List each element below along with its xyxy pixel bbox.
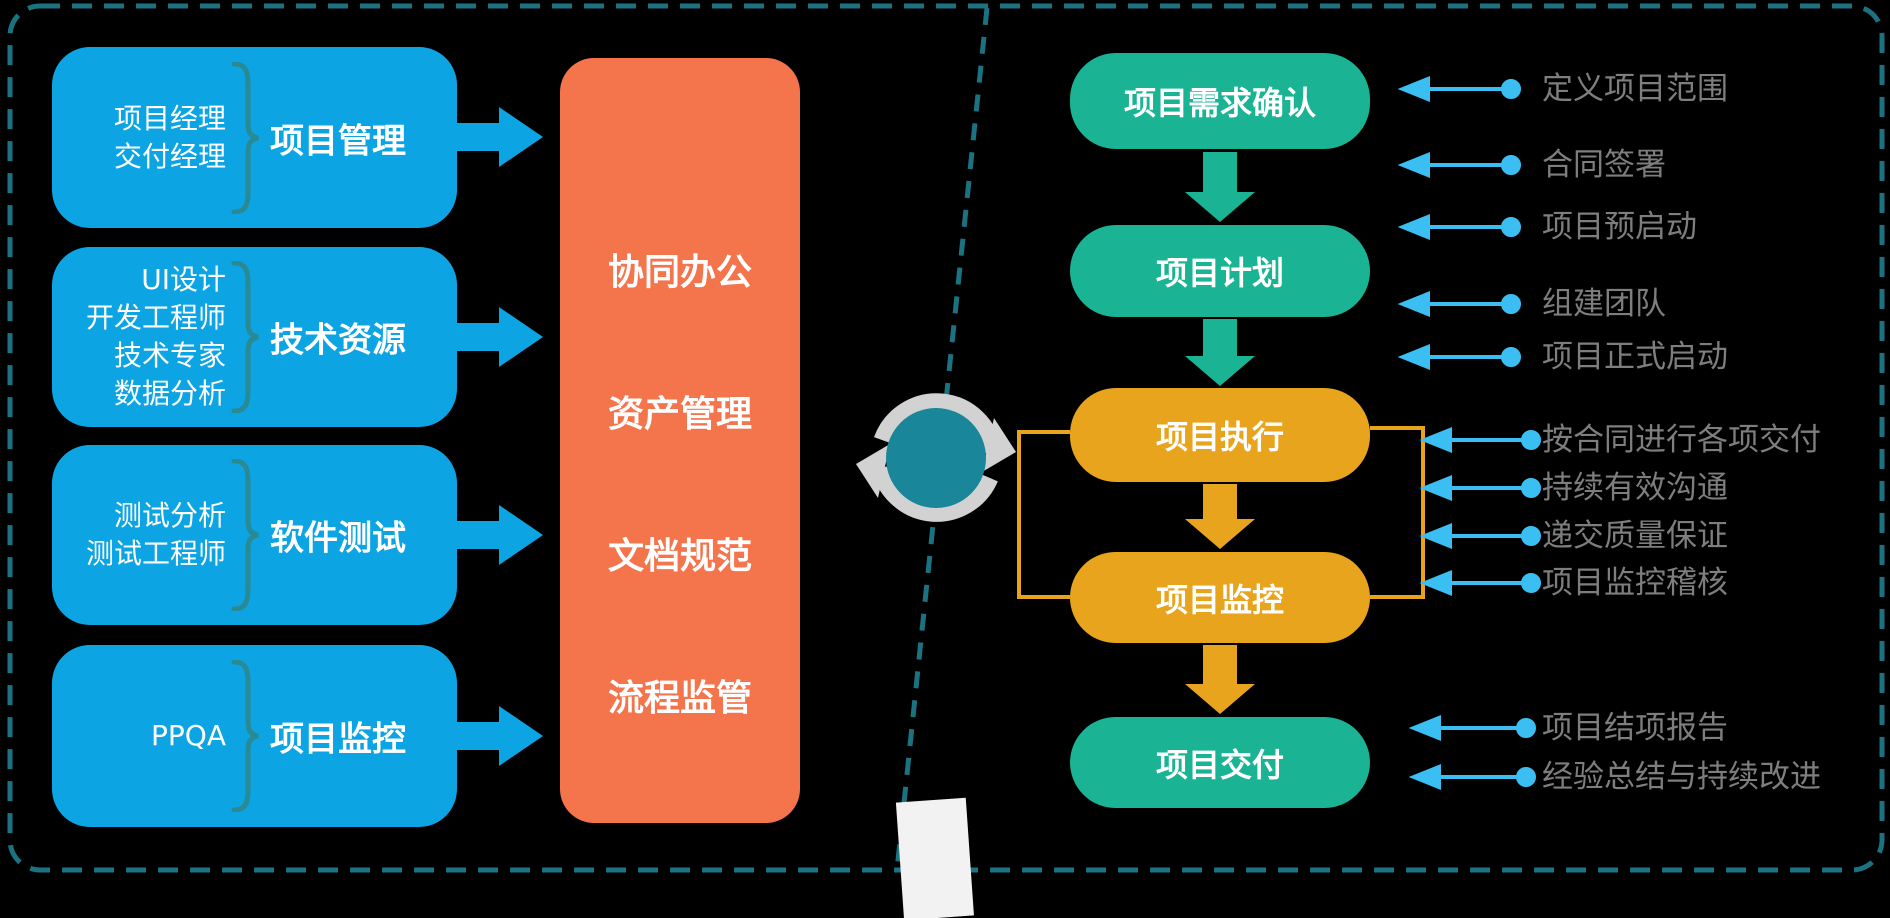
flow-down-arrow-icon [1185,319,1255,386]
sync-icon [856,393,1016,522]
role-item: 技术专家 [113,339,226,372]
note-item: 按合同进行各项交付 [1542,422,1821,458]
brace-icon [231,459,259,611]
role-item: 项目经理 [113,101,226,135]
role-group-ppqa: PPQA 项目监控 [52,645,457,827]
brace-icon [231,61,259,214]
note-item: 持续有效沟通 [1542,470,1728,506]
note-item: 项目结项报告 [1542,710,1728,746]
note-item: 递交质量保证 [1542,518,1728,554]
brace-icon [231,660,259,812]
role-item: 测试工程师 [85,537,226,570]
role-group-label: 技术资源 [270,320,406,361]
flow-down-arrow-icon [1185,645,1255,714]
role-group-label: 软件测试 [270,518,406,559]
note-item: 组建团队 [1542,286,1666,322]
flow-step-project-plan: 项目计划 [1070,225,1370,317]
role-item: 开发工程师 [85,301,226,334]
loop-bracket-right [1370,426,1425,599]
platform-item: 协同办公 [607,252,752,293]
role-list: 项目经理 交付经理 [52,100,226,176]
loop-bracket-left [1017,430,1070,599]
note-item: 合同签署 [1542,147,1666,183]
role-item: 测试分析 [113,499,226,532]
thick-arrow-icon [457,307,543,367]
role-group-software-test: 测试分析 测试工程师 软件测试 [52,445,457,625]
brace-icon [231,261,259,413]
role-group-label: 项目监控 [270,719,406,760]
platform-item: 资产管理 [607,394,752,435]
platform-item: 流程监管 [607,678,752,719]
flow-step-project-deliver: 项目交付 [1070,717,1370,808]
flow-step-project-monitor: 项目监控 [1070,552,1370,643]
role-group-label: 项目管理 [270,121,406,161]
role-group-project-management: 项目经理 交付经理 项目管理 [52,47,457,228]
thick-arrow-icon [457,706,543,766]
note-item: 定义项目范围 [1542,71,1728,107]
note-item: 经验总结与持续改进 [1542,759,1821,795]
role-item: 数据分析 [113,377,226,410]
role-list: UI设计 开发工程师 技术专家 数据分析 [52,261,226,413]
note-item: 项目监控稽核 [1542,565,1728,601]
platform-item: 文档规范 [607,536,752,577]
role-to-platform-arrows [457,107,543,766]
platform-box: 协同办公 资产管理 文档规范 流程监管 [560,58,800,823]
role-item: 交付经理 [113,139,226,173]
role-list: PPQA [52,717,226,755]
divider-paper-slip [895,797,974,918]
flow-down-arrow-icon [1185,152,1255,222]
role-item: UI设计 [141,263,226,296]
note-arrows [1397,76,1541,790]
flow-step-project-execute: 项目执行 [1070,388,1370,482]
thick-arrow-icon [457,107,543,167]
flow-step-requirement-confirm: 项目需求确认 [1070,53,1370,149]
note-item: 项目正式启动 [1542,339,1728,375]
role-list: 测试分析 测试工程师 [52,497,226,573]
thick-arrow-icon [457,505,543,565]
role-group-tech-resource: UI设计 开发工程师 技术专家 数据分析 技术资源 [52,247,457,427]
flow-down-arrow-icon [1185,484,1255,549]
role-item: PPQA [151,719,226,752]
note-item: 项目预启动 [1542,209,1697,245]
